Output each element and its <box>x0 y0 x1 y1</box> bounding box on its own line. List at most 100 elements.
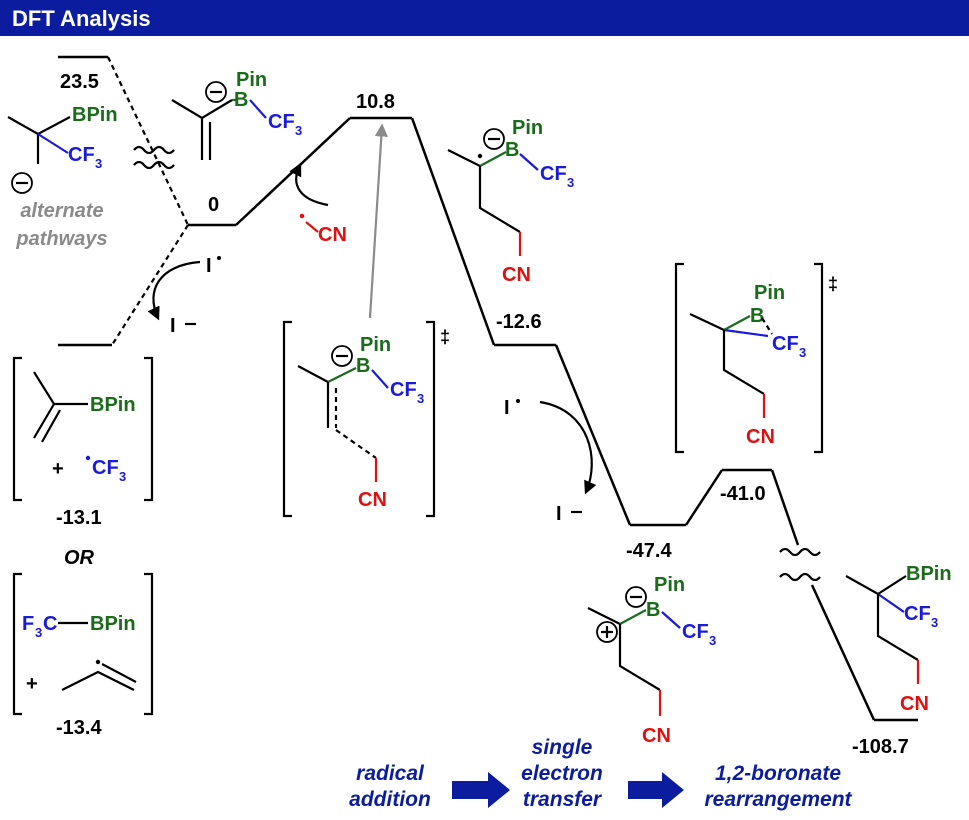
svg-text:CF: CF <box>540 163 567 185</box>
energy-high: 23.5 <box>60 71 99 93</box>
svg-text:CF: CF <box>92 457 119 479</box>
structure-product: BPin CF 3 CN <box>845 563 952 715</box>
dashed-path-low <box>111 224 189 346</box>
svg-text:CF: CF <box>772 333 799 355</box>
page-title: DFT Analysis <box>12 6 151 31</box>
svg-text:3: 3 <box>567 175 574 190</box>
cyano-radical: CN <box>289 162 347 246</box>
svg-text:CN: CN <box>502 264 531 286</box>
svg-text:CN: CN <box>358 489 387 511</box>
energy-alt1: -13.1 <box>56 507 102 529</box>
svg-text:Pin: Pin <box>236 69 267 91</box>
energy-values: 23.5 0 10.8 -12.6 -47.4 -41.0 -108.7 -13… <box>56 71 909 758</box>
step1-line1: radical <box>356 762 425 785</box>
structure-ts1: ‡ B Pin CF 3 CN <box>282 320 450 518</box>
step3-line2: rearrangement <box>704 788 852 811</box>
svg-text:CF: CF <box>68 144 95 166</box>
svg-text:3: 3 <box>709 633 716 648</box>
step1-line2: addition <box>349 788 431 811</box>
energy-int2: -47.4 <box>626 540 672 562</box>
structure-ts2: ‡ B Pin CF 3 CN <box>674 262 838 454</box>
svg-text:‡: ‡ <box>440 327 450 347</box>
or-label: OR <box>64 547 95 569</box>
svg-text:Pin: Pin <box>754 282 785 304</box>
minus-charge-icon <box>11 172 33 194</box>
svg-text:3: 3 <box>35 625 42 640</box>
mechanism-steps: radical addition single electron transfe… <box>349 736 852 811</box>
svg-text:BPin: BPin <box>90 394 136 416</box>
svg-text:CN: CN <box>746 426 775 448</box>
structure-vinyl-boronate: Pin B CF 3 <box>171 69 302 160</box>
plus-charge-icon <box>596 621 618 643</box>
header-bar: DFT Analysis <box>0 0 969 36</box>
svg-text:3: 3 <box>295 123 302 138</box>
step-arrow-2-icon <box>628 772 684 808</box>
svg-text:CN: CN <box>900 693 929 715</box>
svg-text:I: I <box>556 503 562 525</box>
alternate-label: alternate <box>20 200 103 222</box>
minus-charge-icon <box>205 81 227 103</box>
step-arrow-1-icon <box>452 772 510 808</box>
svg-text:3: 3 <box>119 469 126 484</box>
svg-text:BPin: BPin <box>906 563 952 585</box>
svg-text:Pin: Pin <box>360 334 391 356</box>
svg-text:3: 3 <box>799 345 806 360</box>
svg-text:CN: CN <box>642 725 671 747</box>
svg-text:CF: CF <box>904 603 931 625</box>
svg-text:I: I <box>504 397 510 419</box>
bpin-label: BPin <box>72 104 118 126</box>
svg-text:‡: ‡ <box>828 274 838 294</box>
energy-ts1: 10.8 <box>356 91 395 113</box>
energy-profile <box>58 55 918 722</box>
step2-line1: electron <box>521 762 603 785</box>
path-ts2-break <box>770 469 800 546</box>
svg-text:3: 3 <box>417 391 424 406</box>
step2-line0: single <box>532 736 593 759</box>
svg-text:3: 3 <box>95 156 102 171</box>
path-int2-ts2 <box>684 469 724 526</box>
path-break-product <box>810 584 876 721</box>
svg-text:Pin: Pin <box>512 117 543 139</box>
iodine-transfer-2: I I <box>504 397 597 525</box>
energy-alt2: -13.4 <box>56 717 102 739</box>
svg-text:CN: CN <box>318 224 347 246</box>
svg-text:B: B <box>646 599 660 621</box>
svg-text:B: B <box>356 355 370 377</box>
svg-text:Pin: Pin <box>654 574 685 596</box>
ts-pointer-arrow <box>368 123 388 319</box>
minus-charge-icon <box>331 345 353 367</box>
path-to-ts1 <box>235 117 351 226</box>
energy-ts2: -41.0 <box>720 483 766 505</box>
svg-text:B: B <box>505 139 519 161</box>
svg-text:B: B <box>750 305 764 327</box>
svg-text:+: + <box>52 458 64 480</box>
svg-text:C: C <box>43 613 57 635</box>
svg-text:BPin: BPin <box>90 613 136 635</box>
iodine-transfer-1: I I <box>147 255 221 337</box>
structure-cation-intermediate: B Pin CF 3 CN <box>587 574 716 747</box>
minus-charge-icon <box>625 586 647 608</box>
svg-text:CF: CF <box>268 111 295 133</box>
svg-text:I: I <box>170 315 176 337</box>
energy-product: -108.7 <box>852 736 909 758</box>
axis-break-lower <box>779 572 821 582</box>
step2-line2: transfer <box>523 788 603 811</box>
structure-alt2: F 3 C BPin + <box>12 572 154 716</box>
svg-text:F: F <box>22 613 34 635</box>
dashed-path-high <box>107 56 189 226</box>
structure-alt1: BPin + CF 3 <box>12 356 154 502</box>
svg-text:3: 3 <box>931 615 938 630</box>
break-mark-upper <box>133 145 175 155</box>
energy-int1: -12.6 <box>496 311 542 333</box>
structure-radical-intermediate: B Pin CF 3 CN <box>447 117 574 286</box>
svg-text:+: + <box>26 673 38 695</box>
pathways-label: pathways <box>15 228 107 250</box>
svg-text:CF: CF <box>682 621 709 643</box>
energy-diagram: 23.5 0 10.8 -12.6 -47.4 -41.0 -108.7 -13… <box>7 55 952 811</box>
energy-start: 0 <box>208 194 219 216</box>
svg-text:I: I <box>206 255 212 277</box>
svg-text:CF: CF <box>390 379 417 401</box>
path-int1-int2 <box>554 344 632 526</box>
break-mark-lower <box>133 160 175 170</box>
minus-charge-icon <box>483 128 505 150</box>
